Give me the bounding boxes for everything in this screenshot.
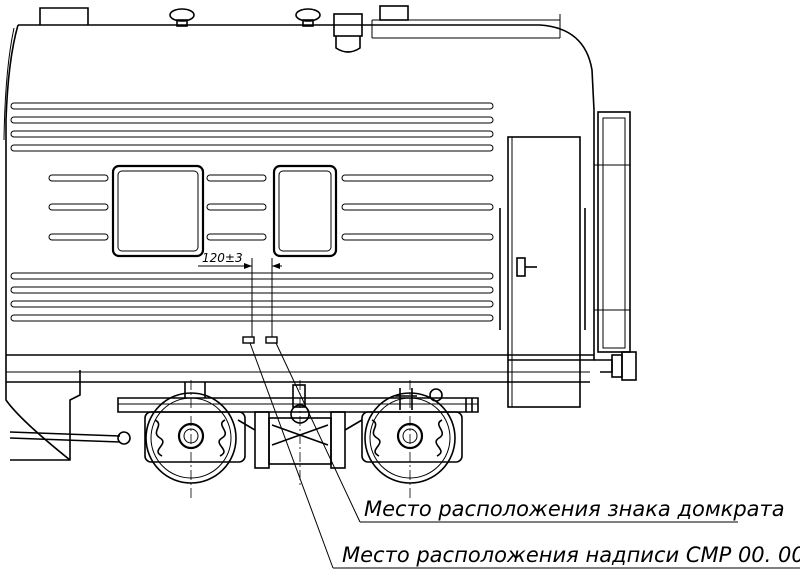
inscription-markers — [242, 336, 278, 344]
corrugation-rib — [341, 233, 494, 241]
side-corrugations — [48, 174, 494, 241]
corrugation-rib — [48, 203, 109, 211]
callout-jack-sign: Место расположения знака домкрата — [364, 497, 785, 521]
callout-inscription: Место расположения надписи СМР 00. 00. 0… — [342, 543, 800, 567]
corrugation-rib — [10, 300, 494, 308]
corrugation-rib — [10, 272, 494, 280]
dimension-label: 120±3 — [202, 251, 243, 265]
corrugation-rib — [10, 116, 494, 124]
corrugation-rib — [206, 174, 267, 182]
underframe — [9, 370, 479, 461]
lower-corrugations — [10, 272, 494, 322]
corrugation-rib — [10, 102, 494, 110]
corrugation-rib — [48, 233, 109, 241]
upper-corrugations — [10, 102, 494, 152]
corrugation-rib — [48, 174, 109, 182]
corrugation-rib — [341, 174, 494, 182]
roof-equipment — [169, 5, 561, 53]
end-equipment — [594, 111, 637, 381]
corrugation-rib — [10, 286, 494, 294]
windows — [111, 164, 338, 258]
bogie — [144, 380, 473, 500]
dimension-120: 120±3 — [198, 251, 282, 342]
corrugation-rib — [10, 130, 494, 138]
leader-lines — [249, 342, 800, 569]
corrugation-rib — [206, 203, 267, 211]
corrugation-rib — [10, 314, 494, 322]
end-door — [499, 136, 586, 408]
corrugation-rib — [341, 203, 494, 211]
corrugation-rib — [206, 233, 267, 241]
corrugation-rib — [10, 144, 494, 152]
